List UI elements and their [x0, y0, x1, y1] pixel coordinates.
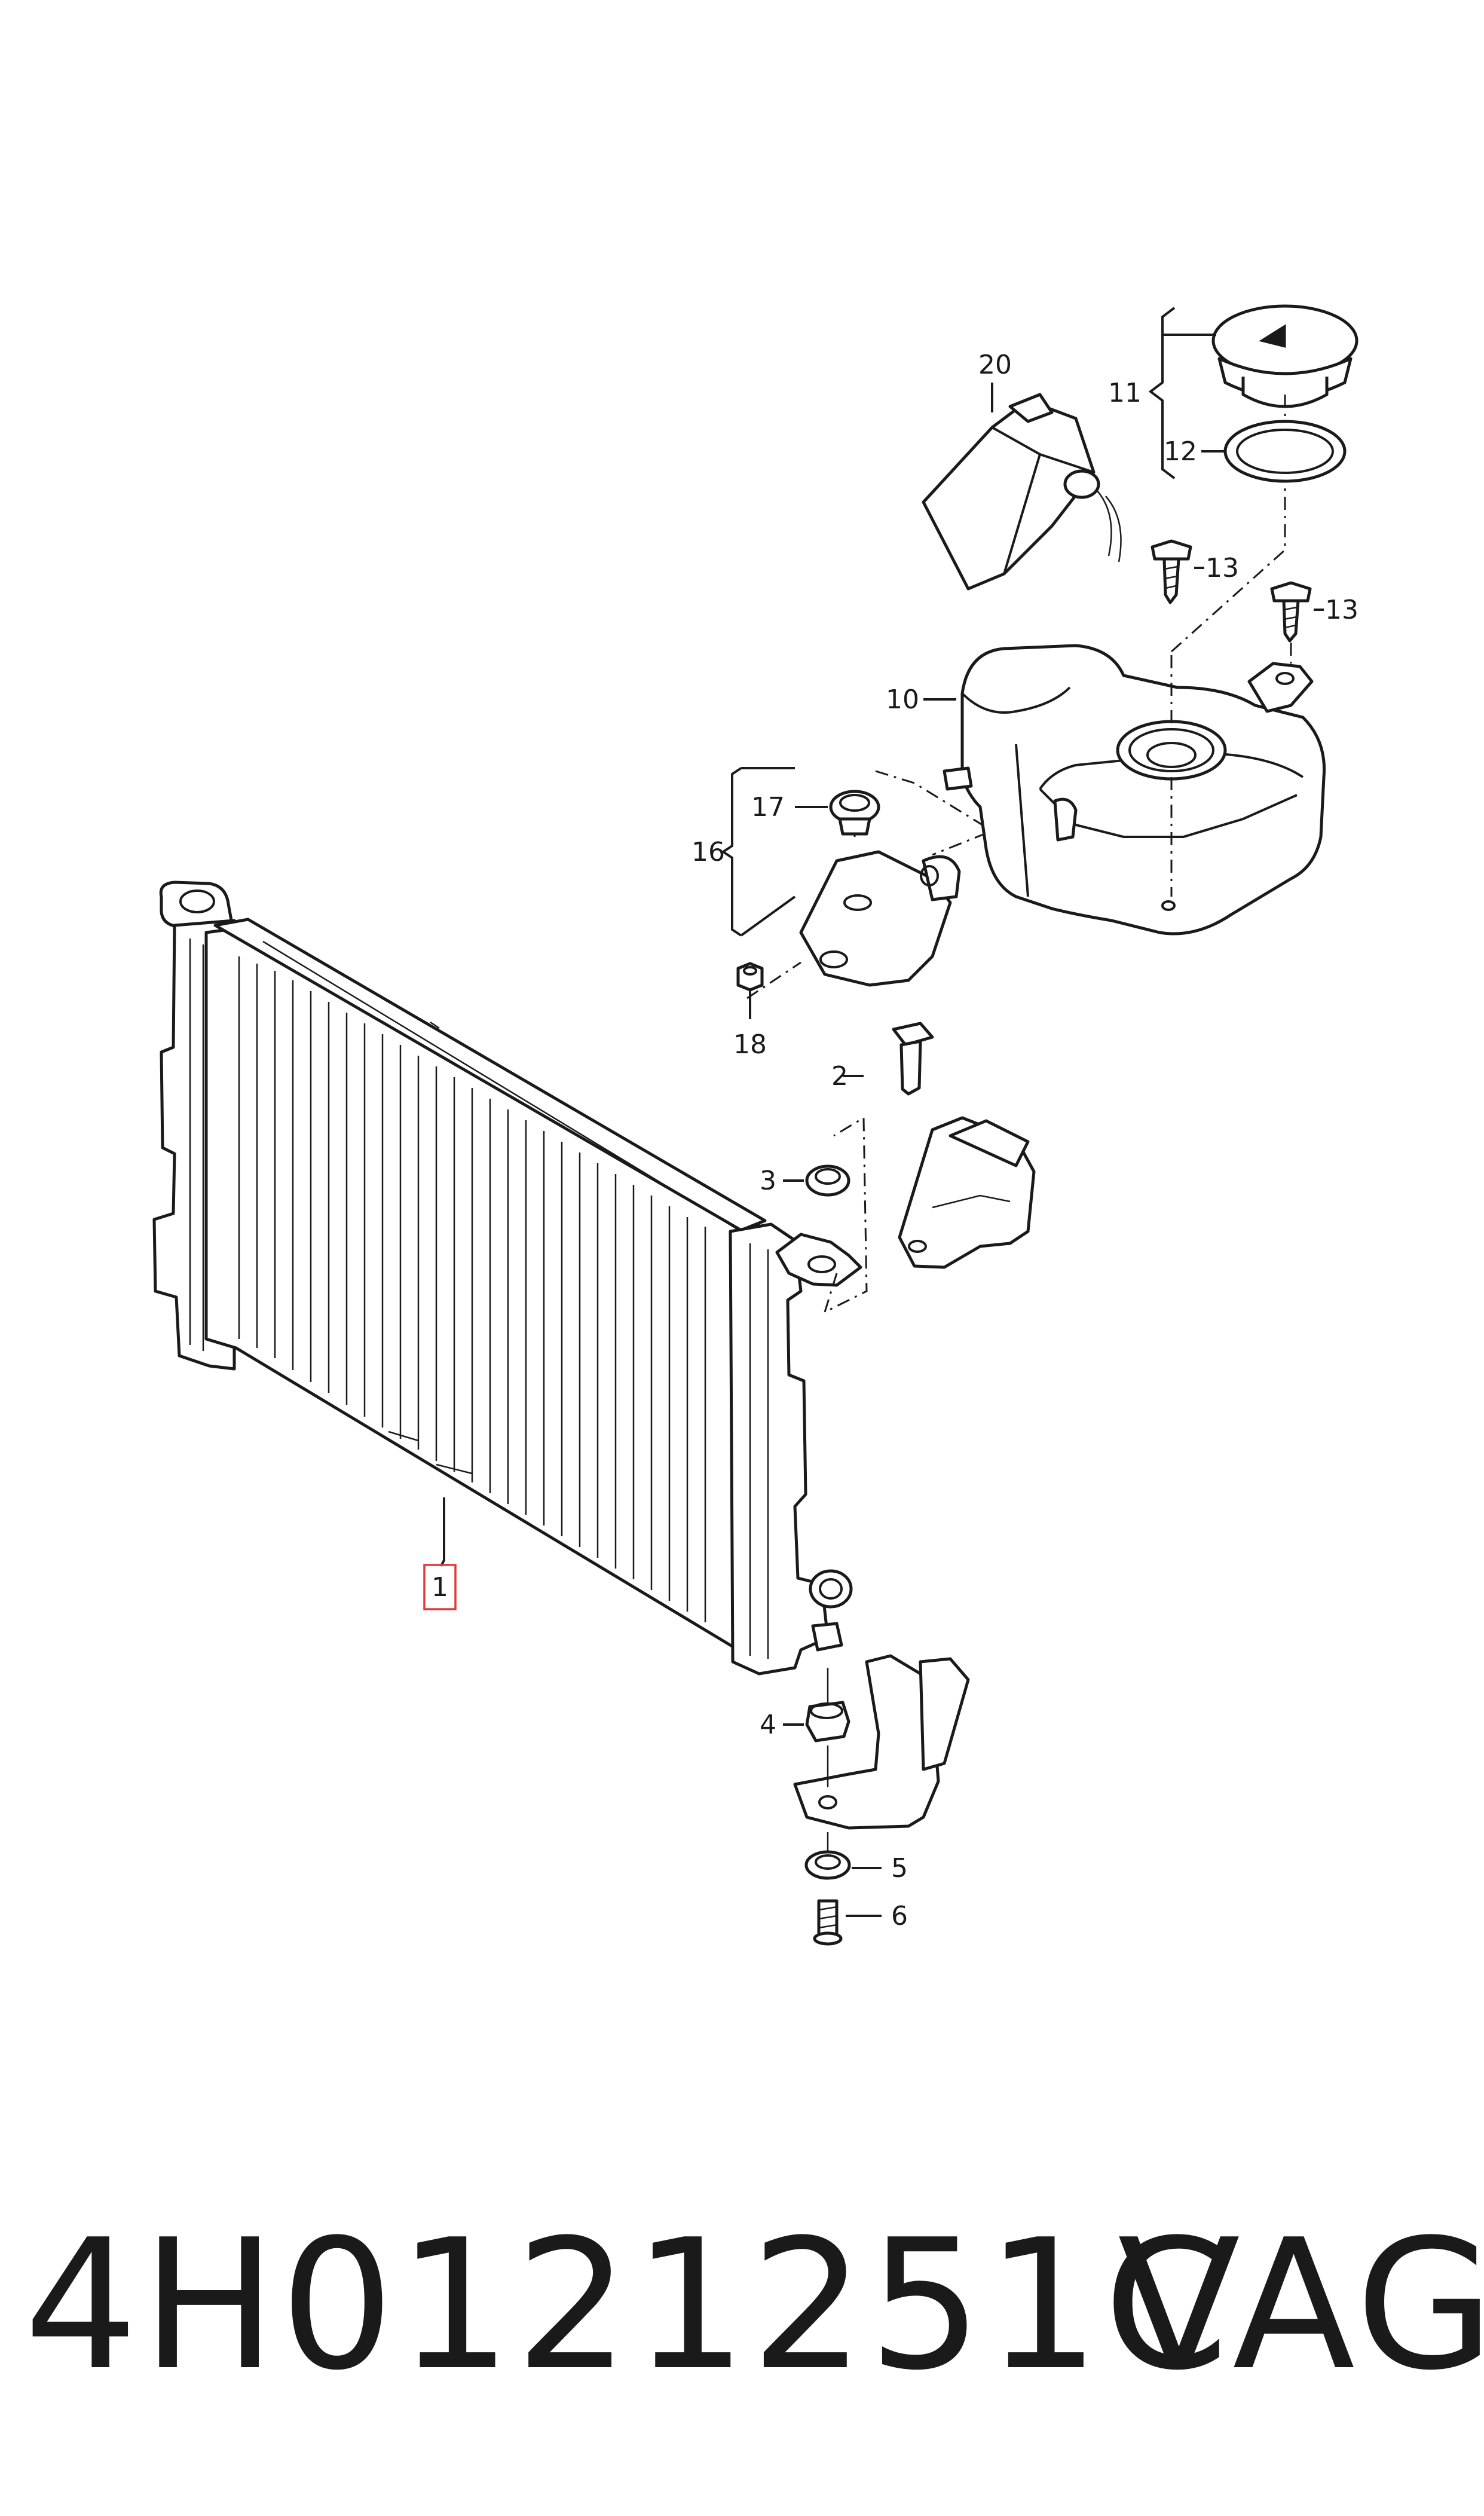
callout-17: 17 — [751, 792, 785, 823]
expansion-tank-part — [943, 644, 1326, 936]
seal-ring-part — [1223, 420, 1347, 483]
callout-10: 10 — [886, 684, 919, 715]
callout-3: 3 — [760, 1166, 776, 1196]
clip-pin-part — [892, 1022, 934, 1096]
grommet-holder-part — [829, 790, 880, 836]
callout-2: 2 — [831, 1061, 848, 1092]
rubber-mount-part — [805, 1701, 850, 1742]
callout-6: 6 — [891, 1901, 908, 1931]
washer-part — [804, 1850, 851, 1880]
screw-bottom-part — [813, 1899, 843, 1946]
nut-part — [736, 962, 764, 992]
holder-bracket-part — [799, 850, 961, 987]
callout-16: 16 — [691, 837, 725, 867]
callout-5: 5 — [891, 1853, 908, 1884]
radiator-part — [152, 881, 853, 1676]
callout-20: 20 — [978, 350, 1012, 380]
brand-text: VAG — [1118, 2201, 1484, 2410]
callout-11: 11 — [1108, 378, 1142, 408]
lower-bracket-part — [793, 1654, 970, 1830]
grommet-top-part — [805, 1164, 850, 1197]
callout-1: 1 — [432, 1572, 448, 1603]
screw-13a-part — [1151, 539, 1192, 604]
screw-13b-part — [1270, 581, 1312, 643]
coolant-canister-part — [922, 393, 1122, 591]
callout-12: 12 — [1164, 436, 1197, 467]
callout-18: 18 — [733, 1029, 767, 1060]
callout-13b: 13 — [1325, 595, 1358, 625]
upper-bracket-part — [775, 1116, 1036, 1287]
part-number-text: 4H0121251C — [24, 2201, 1232, 2410]
highlight-box-part-1 — [423, 1564, 457, 1610]
filler-cap-part — [1211, 304, 1358, 408]
callout-13a: 13 — [1205, 553, 1239, 583]
callout-4: 4 — [760, 1710, 776, 1740]
